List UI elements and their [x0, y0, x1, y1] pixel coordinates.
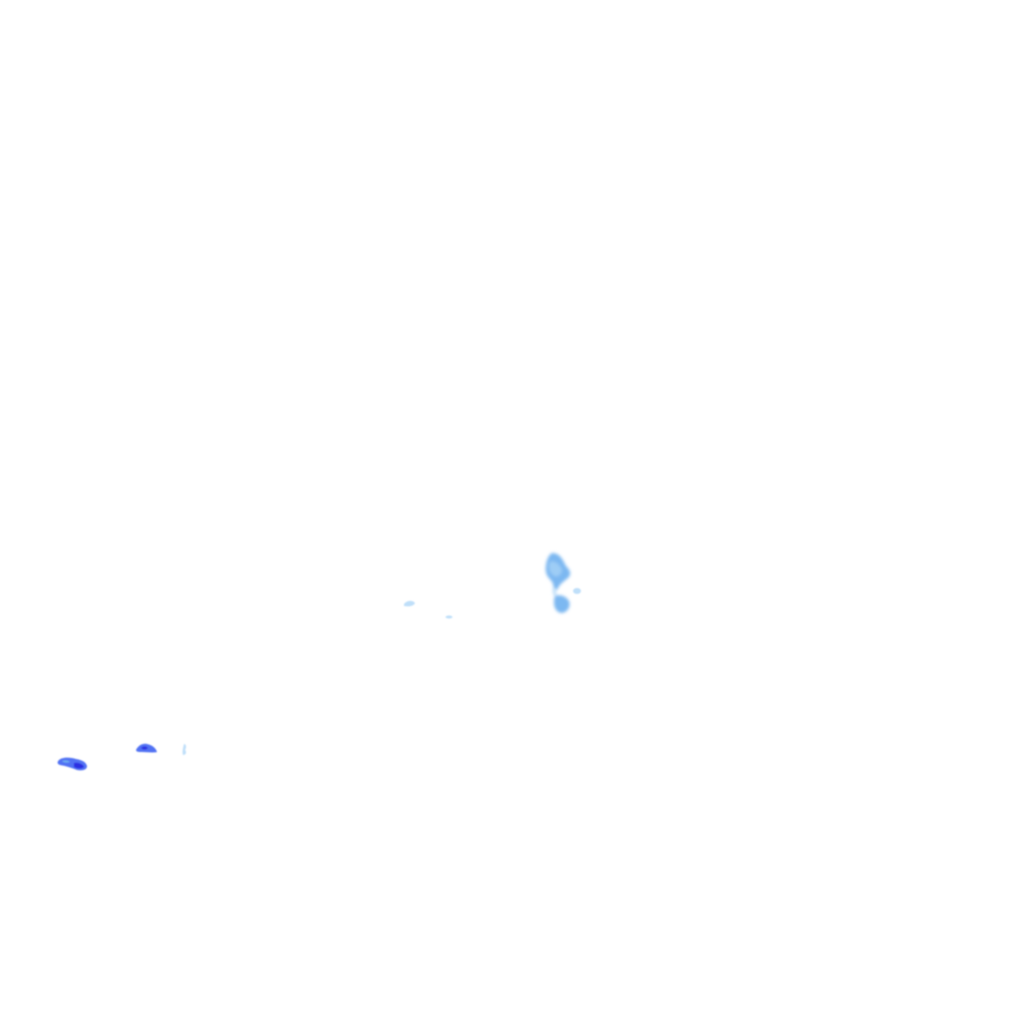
echo-central-lower: [552, 588, 570, 613]
echo-far-left-cluster: [57, 757, 87, 771]
echo-mid-left-speck: [445, 615, 453, 619]
echo-mid-left-small: [404, 600, 415, 607]
echo-left-trace: [182, 744, 187, 755]
echo-central-fleck: [573, 588, 581, 594]
echo-central-cell: [545, 553, 571, 591]
echo-left-cluster: [136, 743, 157, 753]
